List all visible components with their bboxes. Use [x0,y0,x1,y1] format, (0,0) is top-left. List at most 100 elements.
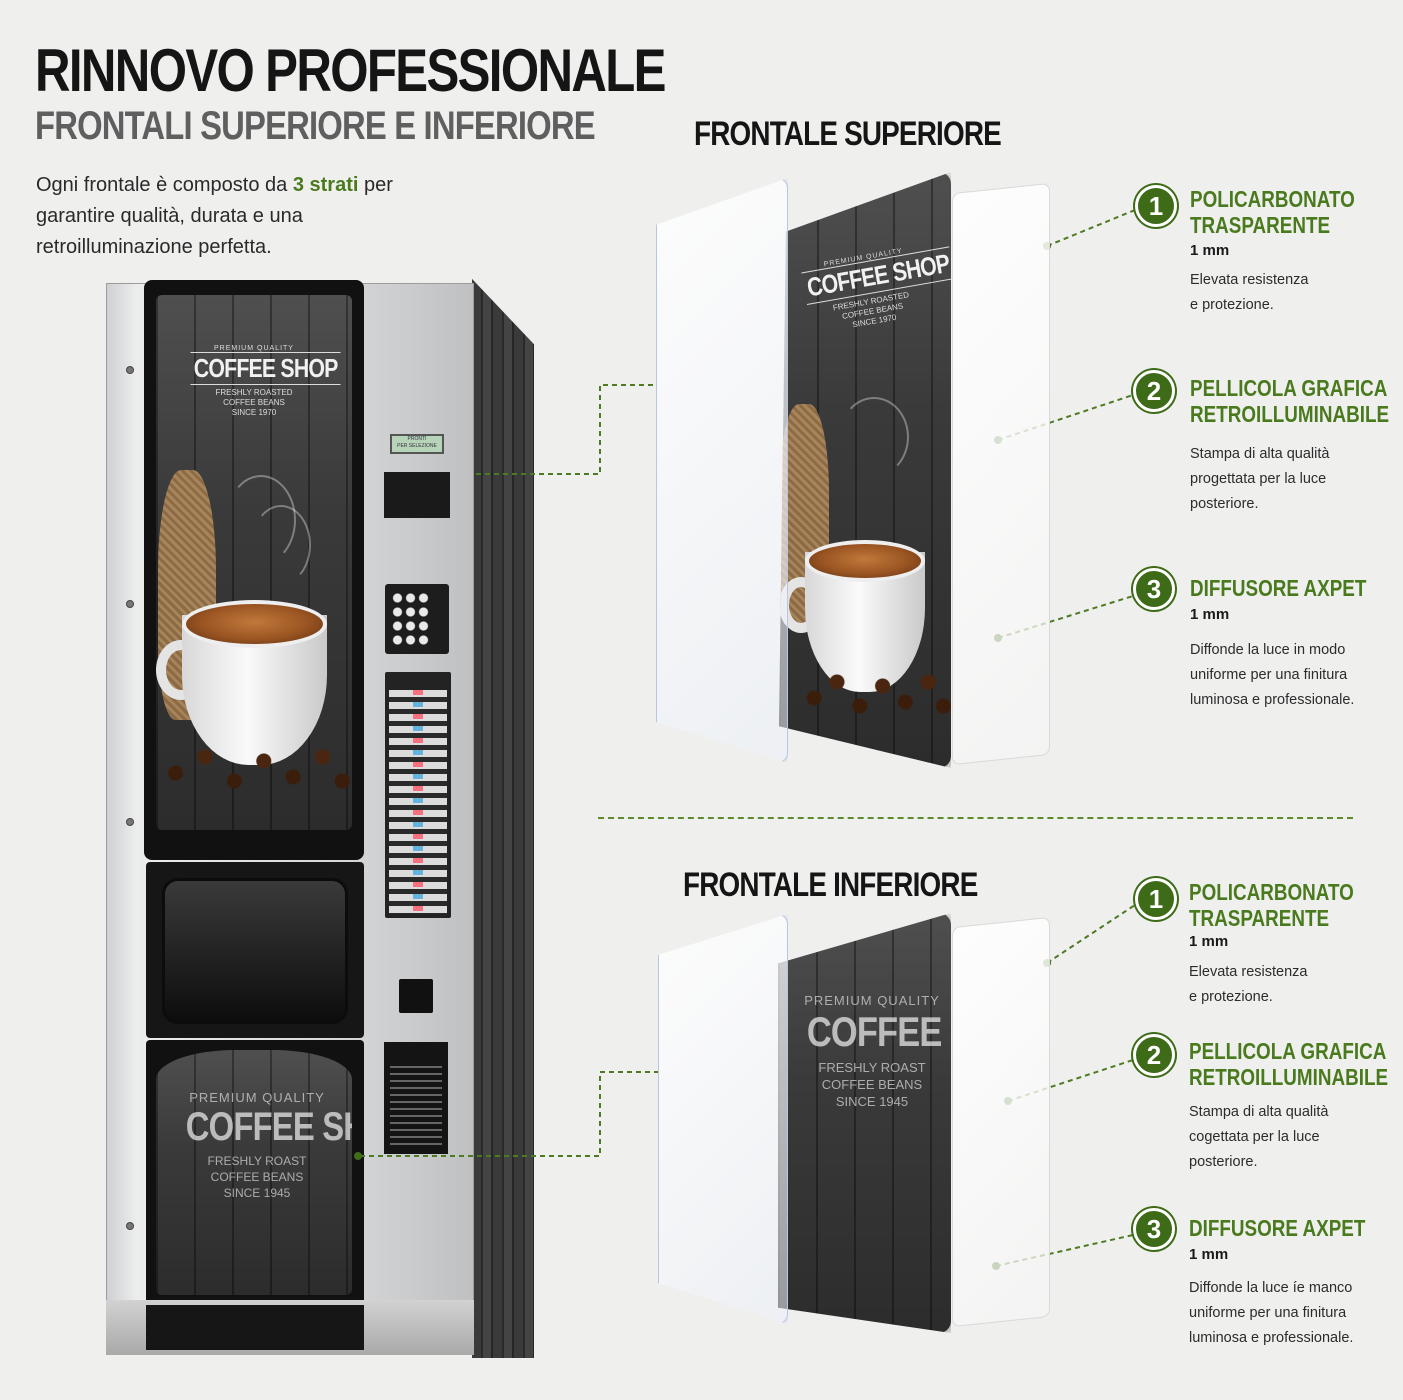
title-line-2: RETROILLUMINABILE [1189,1064,1389,1090]
lower-layer-2-description: Stampa di alta qualità cogettata per la l… [1189,1100,1389,1175]
logo-main: COFFEE SH [185,1105,352,1149]
coffee-shop-logo: PREMIUM QUALITY COFFEE SHOP FRESHLY ROAS… [174,345,341,418]
screw [126,600,134,608]
desc-line-3: posteriore. [1190,496,1259,512]
logo-main: COFFEE SHOP [190,352,341,385]
selection-led-icons [413,690,423,914]
upper-layer-3-description: Diffonde la luce in modo uniforme per una… [1190,638,1395,713]
intro-before: Ogni frontale è composto da [36,174,293,196]
desc-line-3: luminosa e professionale. [1190,692,1355,708]
logo-premium: PREMIUM QUALITY [214,345,294,352]
logo-line-2: COFFEE BEANS [223,398,285,407]
upper-graphic-film-layer: PREMIUM QUALITY COFFEE SHOP FRESHLY ROAS… [779,172,951,768]
lower-layer-3-thickness: 1 mm [1189,1246,1229,1263]
lower-connector [360,1071,658,1157]
logo-lines: FRESHLY ROASTED COFFEE BEANS SINCE 1970 [174,388,334,418]
coffee-beans-icon [156,725,352,805]
lower-layer-3-badge: 3 [1133,1208,1175,1250]
lower-layer3-leader [995,1234,1134,1267]
machine-side-panel [472,278,534,1358]
desc-line-1: Stampa di alta qualità [1189,1104,1329,1120]
upper-layer-1-thickness: 1 mm [1190,242,1230,259]
cup-dispenser-bay[interactable] [162,878,348,1024]
upper-layer-2-description: Stampa di alta qualità progettata per la … [1190,442,1390,517]
logo-line-3: SINCE 1945 [223,1186,291,1200]
upper-layer3-leader [997,595,1134,639]
title-line-1: PELLICOLA GRAFICA [1189,1038,1387,1064]
steam-icon [251,505,311,585]
lower-panel-logo: PREMIUM QUALITY COFFEE SH FRESHLY ROAST … [782,993,951,1110]
lower-layer-3-description: Diffonde la luce íe manco uniforme per un… [1189,1276,1394,1351]
lower-layer1-leader [1046,904,1136,964]
intro-after: per garantire qualità, durata e una retr… [36,174,393,258]
lower-graphic-film-layer: PREMIUM QUALITY COFFEE SH FRESHLY ROAST … [778,913,951,1333]
logo-line-1: FRESHLY ROASTED [215,388,293,397]
lower-polycarbonate-layer [658,914,788,1324]
logo-lines: FRESHLY ROAST COFFEE BEANS SINCE 1945 [162,1153,352,1201]
upper-layer-3-badge: 3 [1133,568,1175,610]
keypad-keys-icon[interactable] [391,591,431,647]
intro-highlight: 3 strati [292,174,359,196]
lower-layer-2-badge: 2 [1133,1034,1175,1076]
espresso-icon [805,540,925,582]
title-line-2: RETROILLUMINABILE [1190,401,1390,427]
intro-text: Ogni frontale è composto da 3 strati per… [36,170,456,263]
title-line-1: POLICARBONATO [1190,186,1355,212]
lower-diffuser-layer [952,916,1050,1328]
screw [126,366,134,374]
display-line-1: PRONTI [407,436,427,442]
desc-line-2: e protezione. [1190,297,1274,313]
logo-premium: PREMIUM QUALITY [189,1090,325,1105]
logo-premium: PREMIUM QUALITY [804,993,940,1008]
logo-line-3: SINCE 1945 [835,1094,909,1109]
steam-icon [839,397,909,477]
lower-layer-3-title: DIFFUSORE AXPET [1189,1215,1366,1241]
desc-line-3: posteriore. [1189,1154,1258,1170]
desc-line-1: Diffonde la luce íe manco [1189,1280,1353,1296]
upper-front-title: FRONTALE SUPERIORE [694,115,1002,153]
desc-line-3: luminosa e professionale. [1189,1330,1354,1346]
desc-line-2: cogettata per la luce [1189,1129,1320,1145]
upper-polycarbonate-layer [656,178,788,763]
machine-upper-front-artwork: PREMIUM QUALITY COFFEE SHOP FRESHLY ROAS… [156,295,352,830]
logo-line-2: COFFEE BEANS [210,1170,304,1184]
screw [126,1222,134,1230]
logo-line-3: SINCE 1970 [231,408,277,417]
desc-line-1: Stampa di alta qualità [1190,446,1330,462]
espresso-icon [182,600,327,648]
logo-main: COFFEE SH [806,1008,951,1055]
coffee-beans-icon [799,650,951,730]
lower-layer-1-thickness: 1 mm [1189,933,1229,950]
title-line-2: TRASPARENTE [1189,905,1330,931]
desc-line-2: uniforme per una finitura [1189,1305,1347,1321]
desc-line-1: Diffonde la luce in modo [1190,642,1346,658]
logo-line-1: FRESHLY ROAST [818,1060,926,1075]
upper-connector [476,384,656,475]
upper-diffuser-layer [952,182,1050,766]
upper-layer2-leader [997,394,1134,441]
lower-layer-1-badge: 1 [1135,878,1177,920]
logo-line-1: FRESHLY ROAST [207,1154,307,1168]
logo-line-2: COFFEE BEANS [821,1077,923,1092]
desc-line-2: progettata per la luce [1190,471,1327,487]
page-subtitle: FRONTALI SUPERIORE E INFERIORE [35,104,596,148]
logo-lines: FRESHLY ROAST COFFEE BEANS SINCE 1945 [782,1059,951,1110]
coffee-shop-logo-faded: PREMIUM QUALITY COFFEE SH FRESHLY ROAST … [162,1090,352,1201]
machine-base-plinth [146,1305,364,1350]
upper-panel-logo: PREMIUM QUALITY COFFEE SHOP FRESHLY ROAS… [784,241,951,341]
machine-lower-front-artwork: PREMIUM QUALITY COFFEE SH FRESHLY ROAST … [156,1050,352,1295]
desc-line-2: e protezione. [1189,989,1273,1005]
section-divider [598,817,1353,819]
coin-slot[interactable] [399,979,433,1013]
lower-front-title: FRONTALE INFERIORE [683,866,978,904]
upper-layer-1-badge: 1 [1135,185,1177,227]
display-line-2: PER SELEZIONE [397,443,437,449]
desc-line-2: uniforme per una finitura [1190,667,1348,683]
